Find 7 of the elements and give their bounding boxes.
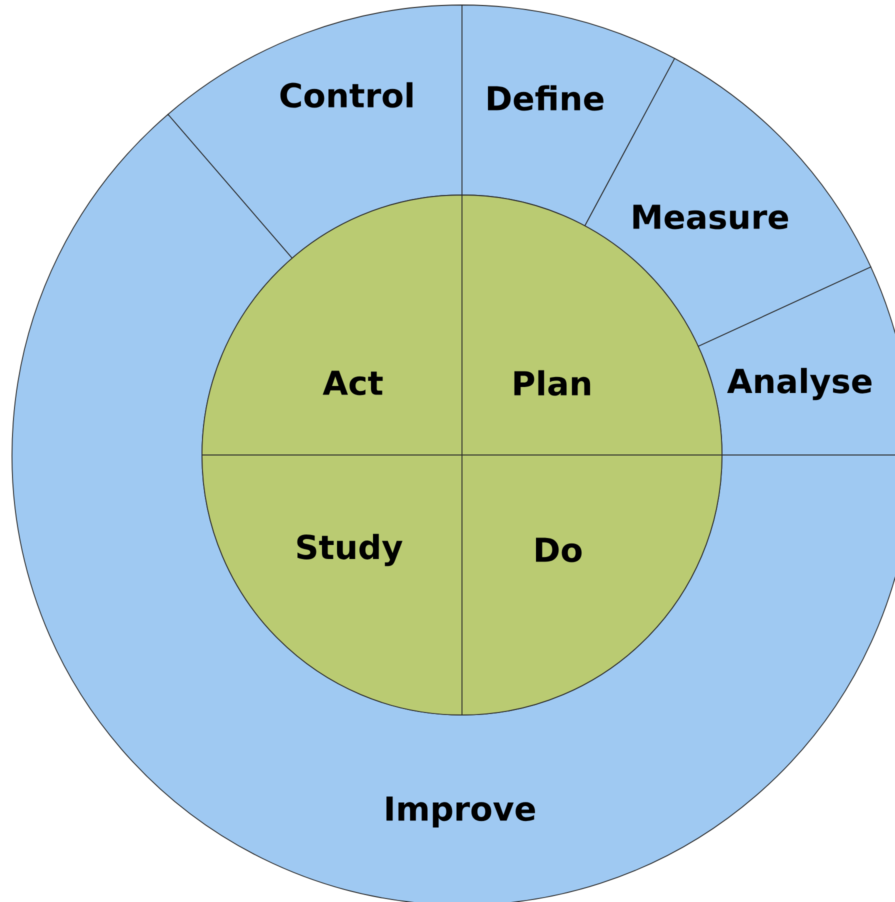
circle-quadrant: Study [202, 454, 462, 716]
circle-quadrant: Act [202, 194, 462, 456]
node-label: Analyse [727, 368, 872, 400]
ring-segment: Analyse [698, 266, 895, 456]
circle-quadrant: Do [462, 454, 722, 716]
ring-segment: Control [168, 4, 462, 259]
node-label: Improve [386, 796, 535, 828]
